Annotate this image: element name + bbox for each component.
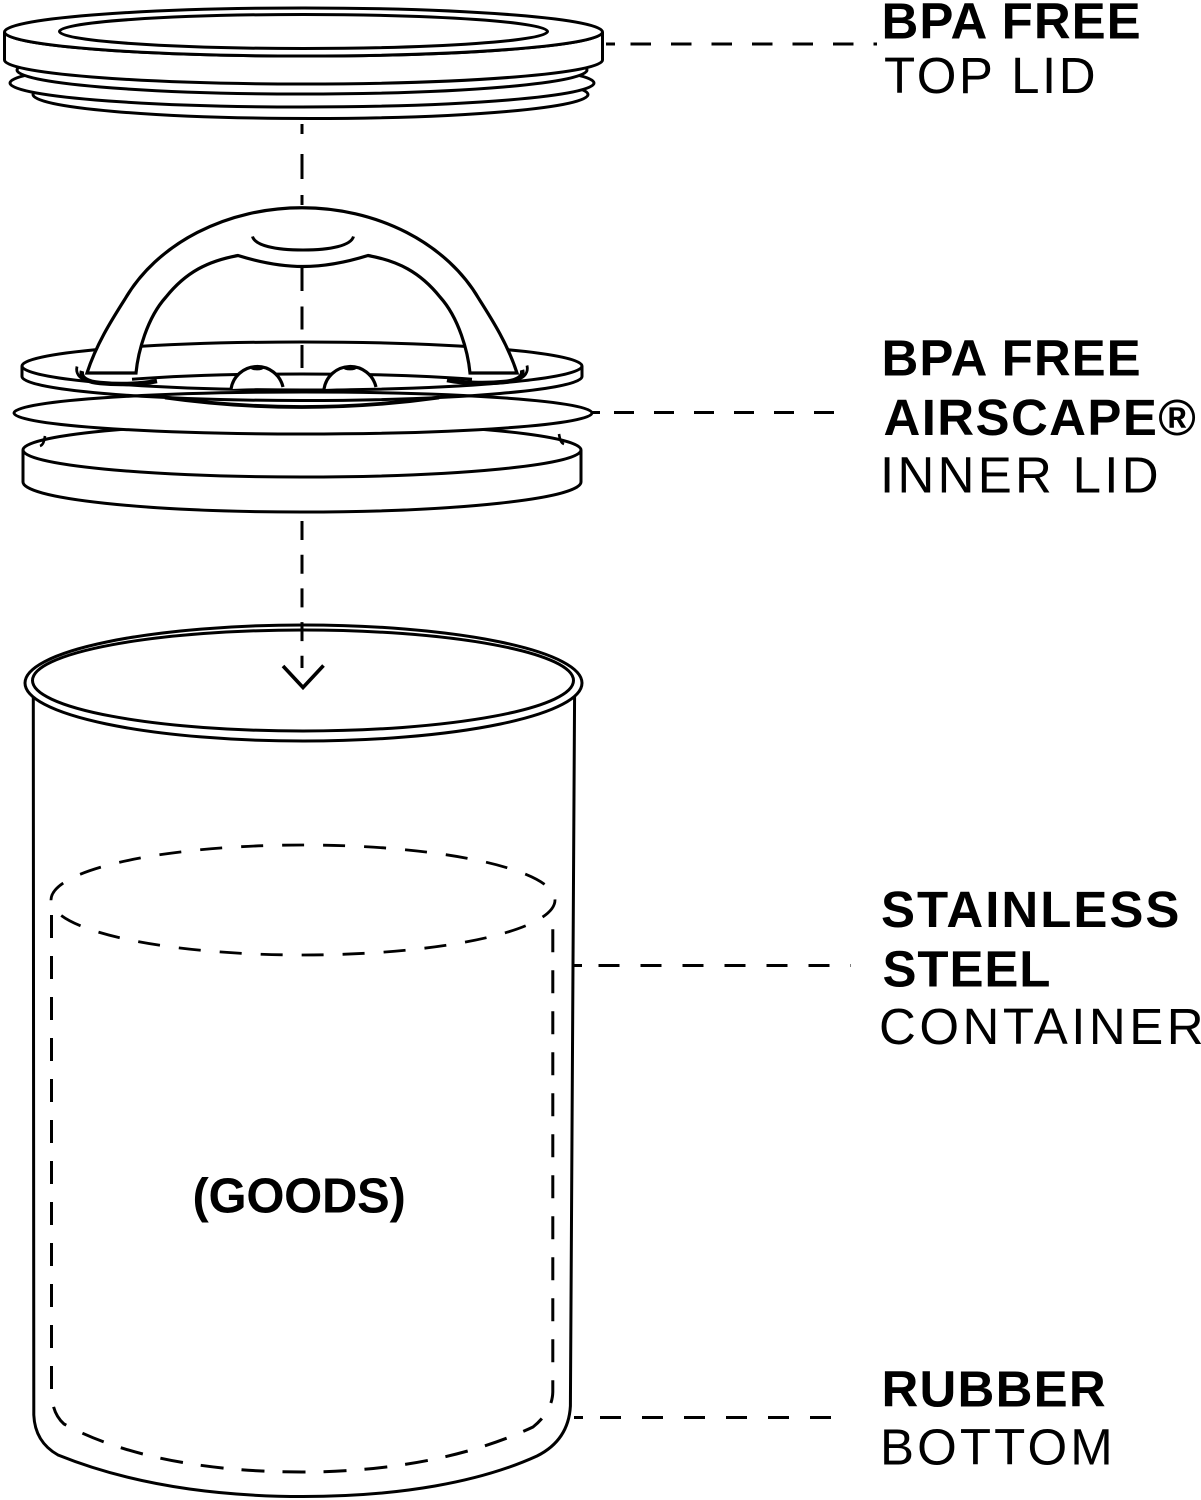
- svg-text:RUBBER: RUBBER: [882, 1361, 1107, 1418]
- svg-text:BPA FREE: BPA FREE: [882, 0, 1142, 50]
- svg-text:BOTTOM: BOTTOM: [880, 1419, 1116, 1476]
- svg-text:CONTAINER: CONTAINER: [879, 998, 1201, 1055]
- svg-text:(GOODS): (GOODS): [193, 1170, 406, 1224]
- svg-text:STAINLESS: STAINLESS: [881, 881, 1181, 938]
- svg-text:TOP LID: TOP LID: [884, 47, 1098, 104]
- svg-text:STEEL: STEEL: [883, 941, 1052, 998]
- svg-text:AIRSCAPE®: AIRSCAPE®: [884, 389, 1198, 446]
- svg-text:INNER LID: INNER LID: [880, 447, 1162, 504]
- svg-text:BPA FREE: BPA FREE: [882, 330, 1142, 387]
